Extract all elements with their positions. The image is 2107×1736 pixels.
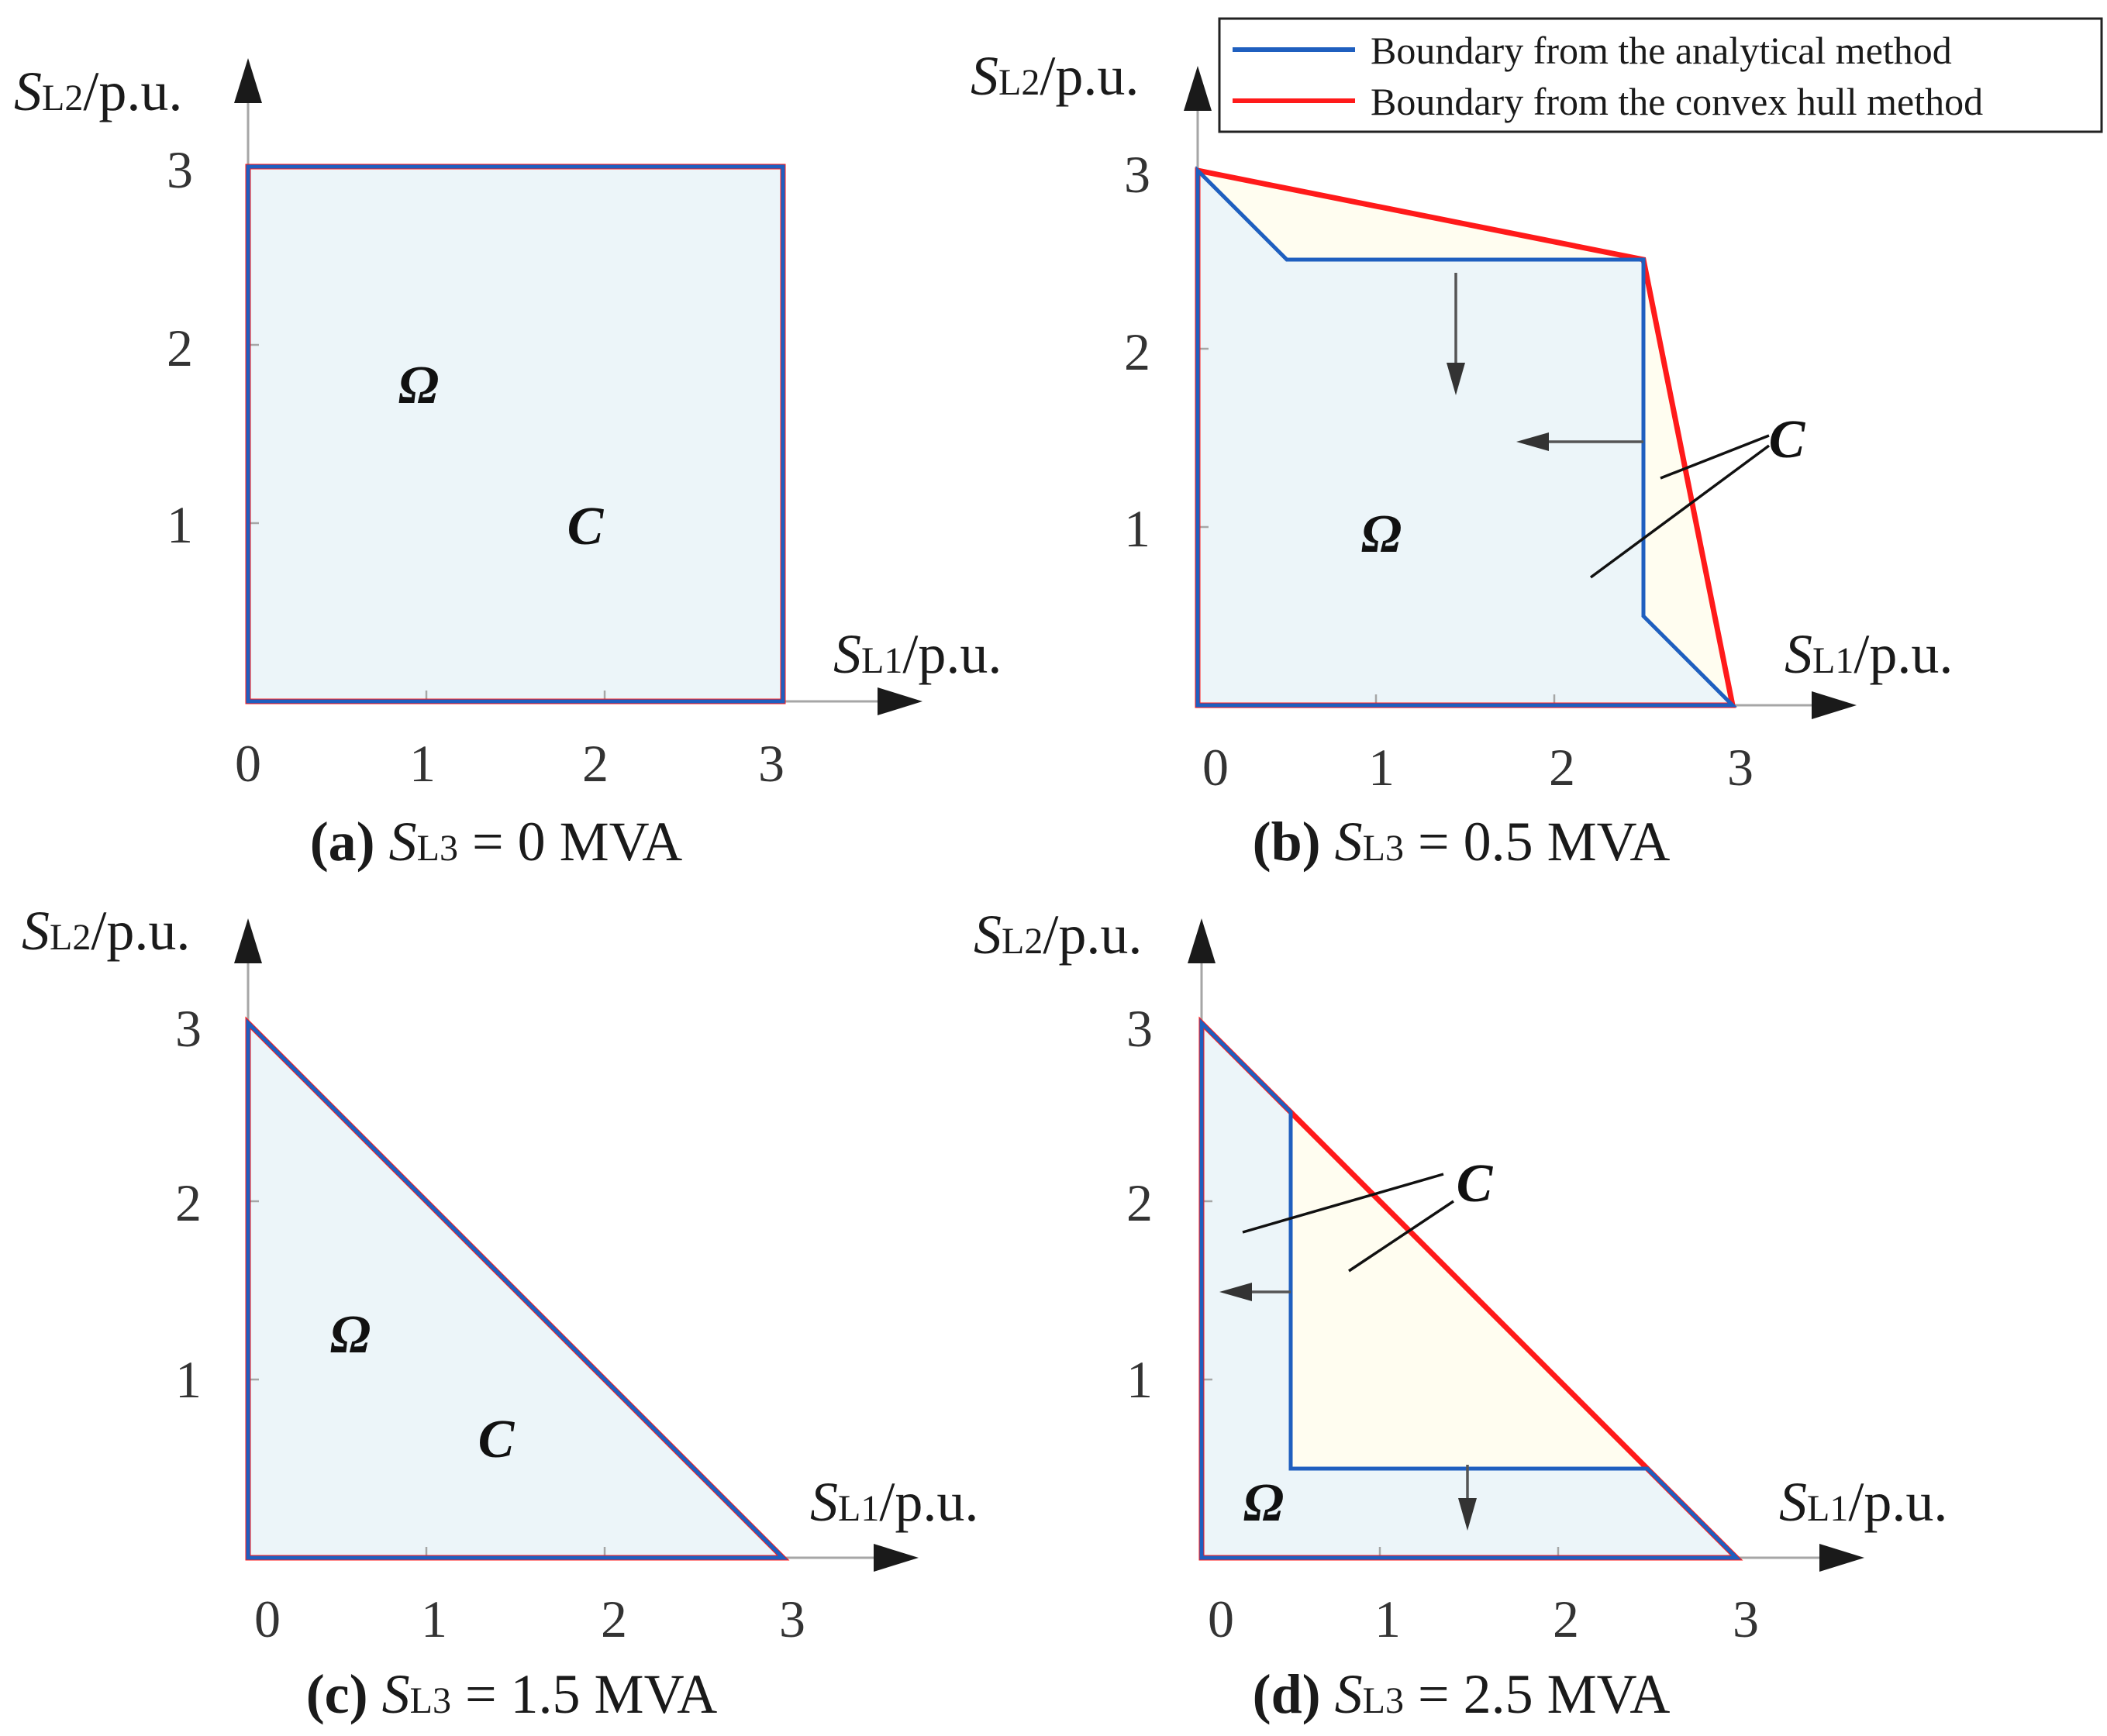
panel-a-y-tick-3: 3	[167, 140, 193, 199]
panel-a-x-tick-3: 3	[758, 734, 785, 793]
panel-b-x-tick-2: 2	[1549, 738, 1575, 797]
panel-d-x-tick-3: 3	[1733, 1590, 1759, 1648]
panel-b-down-arrow-head	[1447, 363, 1465, 395]
panel-a-y-axis-label: SL2/p.u.	[14, 60, 182, 122]
panel-d-x-tick-0: 0	[1208, 1590, 1234, 1648]
panel-b-x-arrowhead	[1812, 691, 1857, 719]
panel-a-c-symbol: C	[567, 497, 605, 556]
panel-b-y-tick-2: 2	[1124, 322, 1150, 381]
legend-box	[1218, 17, 2103, 133]
panel-d-y-tick-2: 2	[1126, 1173, 1153, 1232]
panel-a-caption: (a) SL3 = 0 MVA	[310, 811, 683, 873]
legend-label-convex-hull: Boundary from the convex hull method	[1371, 80, 1983, 123]
panel-d-c-leader-1	[1242, 1173, 1444, 1234]
panel-c-x-tick-1: 1	[421, 1590, 447, 1648]
panel-a-y-tick-1: 1	[167, 495, 193, 554]
panel-c: 0 1 2 3 1 2 3 SL2/p.u. SL1/p.u. Ω C (c) …	[22, 900, 978, 1725]
panel-d-y-tick-3: 3	[1126, 999, 1153, 1058]
panel-a-x-tick-0: 0	[235, 734, 261, 793]
panel-a-omega-symbol: Ω	[398, 356, 439, 415]
panel-a-omega-fill	[248, 167, 783, 701]
panel-d-y-tick-1: 1	[1126, 1350, 1153, 1409]
panel-a: 0 1 2 3 1 2 3 SL2/p.u. SL1/p.u. Ω C (a) …	[14, 58, 1002, 873]
panel-d-y-axis-label: SL2/p.u.	[974, 904, 1142, 966]
panel-d-x-tick-2: 2	[1553, 1590, 1579, 1648]
panel-b-c-symbol: C	[1769, 410, 1806, 470]
panel-b-x-tick-1: 1	[1368, 738, 1395, 797]
panel-d-down-arrow-head	[1458, 1498, 1477, 1531]
panel-c-y-tick-3: 3	[175, 999, 202, 1058]
panel-b: 0 1 2 3 1 2 3 SL2/p.u. SL1/p.u. Ω C (b) …	[971, 45, 1953, 873]
panel-d-c-leader-2	[1348, 1200, 1454, 1273]
panel-a-x-axis-label: SL1/p.u.	[833, 623, 1002, 685]
panel-d-x-axis-label: SL1/p.u.	[1779, 1471, 1947, 1533]
panel-b-analytical-boundary	[1195, 165, 1738, 708]
panel-c-y-tick-1: 1	[175, 1350, 202, 1409]
panel-a-x-tick-2: 2	[582, 734, 609, 793]
panel-b-x-tick-3: 3	[1727, 738, 1754, 797]
panel-d-x-arrowhead	[1819, 1544, 1864, 1572]
legend-label-analytical: Boundary from the analytical method	[1371, 29, 1952, 72]
panel-b-left-arrow-head	[1516, 432, 1549, 451]
panel-a-y-tick-2: 2	[167, 319, 193, 377]
panel-b-y-arrowhead	[1184, 66, 1212, 111]
panel-d: 0 1 2 3 1 2 3 SL2/p.u. SL1/p.u. Ω C (d) …	[974, 904, 1947, 1725]
panel-c-x-axis-label: SL1/p.u.	[810, 1471, 978, 1533]
panel-d-caption: (d) SL3 = 2.5 MVA	[1253, 1663, 1671, 1725]
panel-c-caption: (c) SL3 = 1.5 MVA	[306, 1663, 718, 1725]
panel-d-omega-symbol: Ω	[1243, 1473, 1284, 1533]
panel-b-y-tick-1: 1	[1124, 499, 1150, 558]
panel-b-caption: (b) SL3 = 0.5 MVA	[1253, 811, 1671, 873]
panel-c-y-arrowhead	[234, 918, 262, 963]
panel-d-y-arrowhead	[1188, 918, 1216, 963]
panel-c-x-tick-2: 2	[601, 1590, 627, 1648]
panel-a-x-tick-1: 1	[409, 734, 436, 793]
panel-b-omega-symbol: Ω	[1361, 505, 1402, 564]
panel-b-y-axis-label: SL2/p.u.	[971, 45, 1139, 107]
panel-b-c-leader-1	[1660, 434, 1770, 480]
panel-d-c-symbol: C	[1457, 1154, 1494, 1214]
panel-c-c-symbol: C	[478, 1410, 516, 1469]
panel-c-omega-symbol: Ω	[330, 1305, 371, 1365]
panel-b-x-tick-0: 0	[1202, 738, 1229, 797]
legend: Boundary from the analytical method Boun…	[1218, 17, 2103, 133]
panel-c-x-tick-0: 0	[254, 1590, 281, 1648]
panel-c-x-tick-3: 3	[779, 1590, 805, 1648]
panel-a-y-arrowhead	[234, 58, 262, 103]
panel-b-c-leader-2	[1589, 444, 1771, 579]
panel-d-x-tick-1: 1	[1374, 1590, 1401, 1648]
panel-b-y-tick-3: 3	[1124, 145, 1150, 204]
panel-a-x-arrowhead	[878, 687, 922, 715]
panel-c-x-arrowhead	[874, 1544, 919, 1572]
panel-d-left-arrow-head	[1219, 1283, 1252, 1301]
panel-b-x-axis-label: SL1/p.u.	[1785, 623, 1953, 685]
panel-c-y-tick-2: 2	[175, 1173, 202, 1232]
panel-c-analytical-boundary	[246, 1018, 788, 1560]
panel-a-analytical-boundary	[246, 164, 785, 704]
panel-d-analytical-boundary	[1199, 1018, 1742, 1560]
panel-c-y-axis-label: SL2/p.u.	[22, 900, 190, 962]
